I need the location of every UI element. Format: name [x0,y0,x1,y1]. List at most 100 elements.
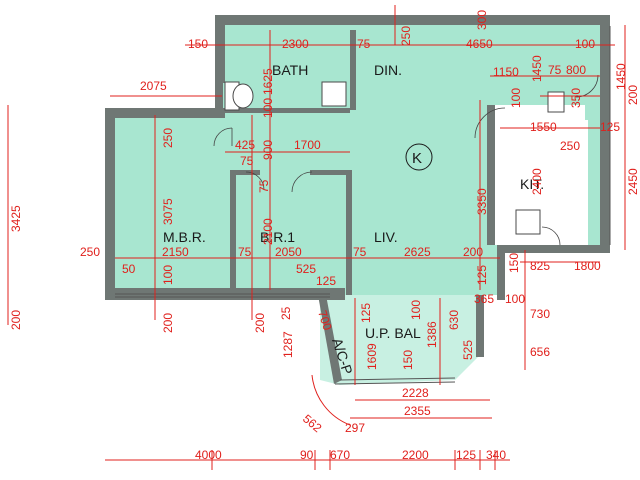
dim-label: 350 [569,88,583,108]
dim-label: 150 [507,253,521,273]
wall-bath-bottom [225,108,350,113]
wall-kit-low [497,245,505,300]
dim-label: 1609 [365,343,379,370]
dim-label: 2150 [162,245,189,259]
dim-label: 2355 [404,404,431,418]
wall-bath-right [350,30,356,110]
dim-label: 562 [300,412,325,436]
dim-label: 340 [486,448,506,462]
dim-label: 1550 [530,120,557,134]
dim-label: 125 [359,303,373,323]
dim-label: 800 [566,63,586,77]
dim-label: 200 [9,310,23,330]
wall-right [600,15,610,250]
dim-label: 2300 [282,37,309,51]
toilet-bowl-icon [232,83,254,109]
wall-kit-bottom [500,245,610,253]
kitchen-symbol: K [412,150,422,167]
wall-br1-top-b [310,170,352,175]
dim-label: 1800 [574,259,601,273]
dim-label: 100 [261,98,275,118]
wall-left [105,108,115,298]
dim-label: 75 [357,37,371,51]
dim-label: 250 [399,26,413,46]
wall-br1-left [230,172,236,292]
wall-br1-right [346,170,352,295]
dim-label: 425 [235,138,255,152]
dim-label: 630 [447,310,461,330]
room-kit: KIT. [520,176,544,192]
dim-label: 1450 [530,55,544,82]
dim-label: 100 [409,300,423,320]
dim-label: 200 [253,313,267,333]
dim-label: 75 [240,154,254,168]
windows [115,26,611,385]
door-swings [213,74,599,246]
wall-br1-top-a [230,170,260,175]
dim-label: 250 [80,245,100,259]
dim-label: 1625 [261,68,275,95]
dim-label: 2450 [626,168,640,195]
dim-label: 730 [530,307,550,321]
dim-label: 670 [330,448,350,462]
dim-label: 1287 [281,331,295,358]
dim-label: 525 [461,340,475,360]
kit-door-swing [474,107,506,139]
dim-label: 100 [505,292,525,306]
dim-label: 4000 [195,448,222,462]
room-bath: BATH [272,62,308,78]
br1-door-swing-b [291,171,313,193]
dim-label: 75 [353,245,367,259]
dim-label: 25 [279,306,293,320]
wall-mbr-top [105,108,225,118]
dim-label: 825 [530,259,550,273]
fixtures [224,81,565,235]
mbr-door-swing [213,127,233,147]
dim-label: 125 [600,120,620,134]
dim-label: 200 [161,313,175,333]
dim-label: 1700 [294,138,321,152]
room-liv: LIV. [374,229,398,245]
dim-label: 300 [475,10,489,30]
dimension-lines [7,5,626,470]
dim-label: 200 [463,245,483,259]
dim-label: 75 [257,179,271,193]
dim-label: 297 [345,421,365,435]
dim-label: 4650 [466,37,493,51]
dim-label: 1150 [493,65,519,79]
room-din: DIN. [374,62,402,78]
dimension-labels: 150 2300 75 250 4650 100 300 1150 1450 7… [9,10,640,462]
dim-label: 3425 [9,205,23,232]
dim-label: 250 [560,139,580,153]
dim-label: 100 [509,88,523,108]
dim-label: 125 [475,265,489,285]
dim-label: 150 [401,350,415,370]
kit-side-door-swing [575,74,599,98]
dim-label: 125 [316,274,336,288]
room-mbr: M.B.R. [163,229,206,245]
dim-label: 150 [188,37,208,51]
dim-label: 365 [474,292,494,306]
dim-label: 2050 [275,245,302,259]
dim-label: 700 [315,309,335,333]
kit-low-door [541,226,561,246]
dim-label: 2200 [402,448,429,462]
dim-label: 100 [161,265,175,285]
kitchen-symbol-circle [405,143,433,171]
dim-label: 50 [122,262,136,276]
dim-label: 1450 [614,63,628,90]
dim-label: 200 [626,85,640,105]
dim-label: 90 [300,448,314,462]
bal-right-wall [476,295,484,357]
dim-label: 2100 [261,218,275,245]
dim-label: 2228 [402,386,429,400]
room-br1: B.R.1 [260,229,295,245]
dim-label: 125 [456,448,476,462]
br1-door-swing [245,171,265,191]
room-up-bal: U.P. BAL [365,325,421,341]
dim-label: 3350 [475,188,489,215]
hob-icon [515,209,541,235]
wall-top-left [215,15,225,83]
